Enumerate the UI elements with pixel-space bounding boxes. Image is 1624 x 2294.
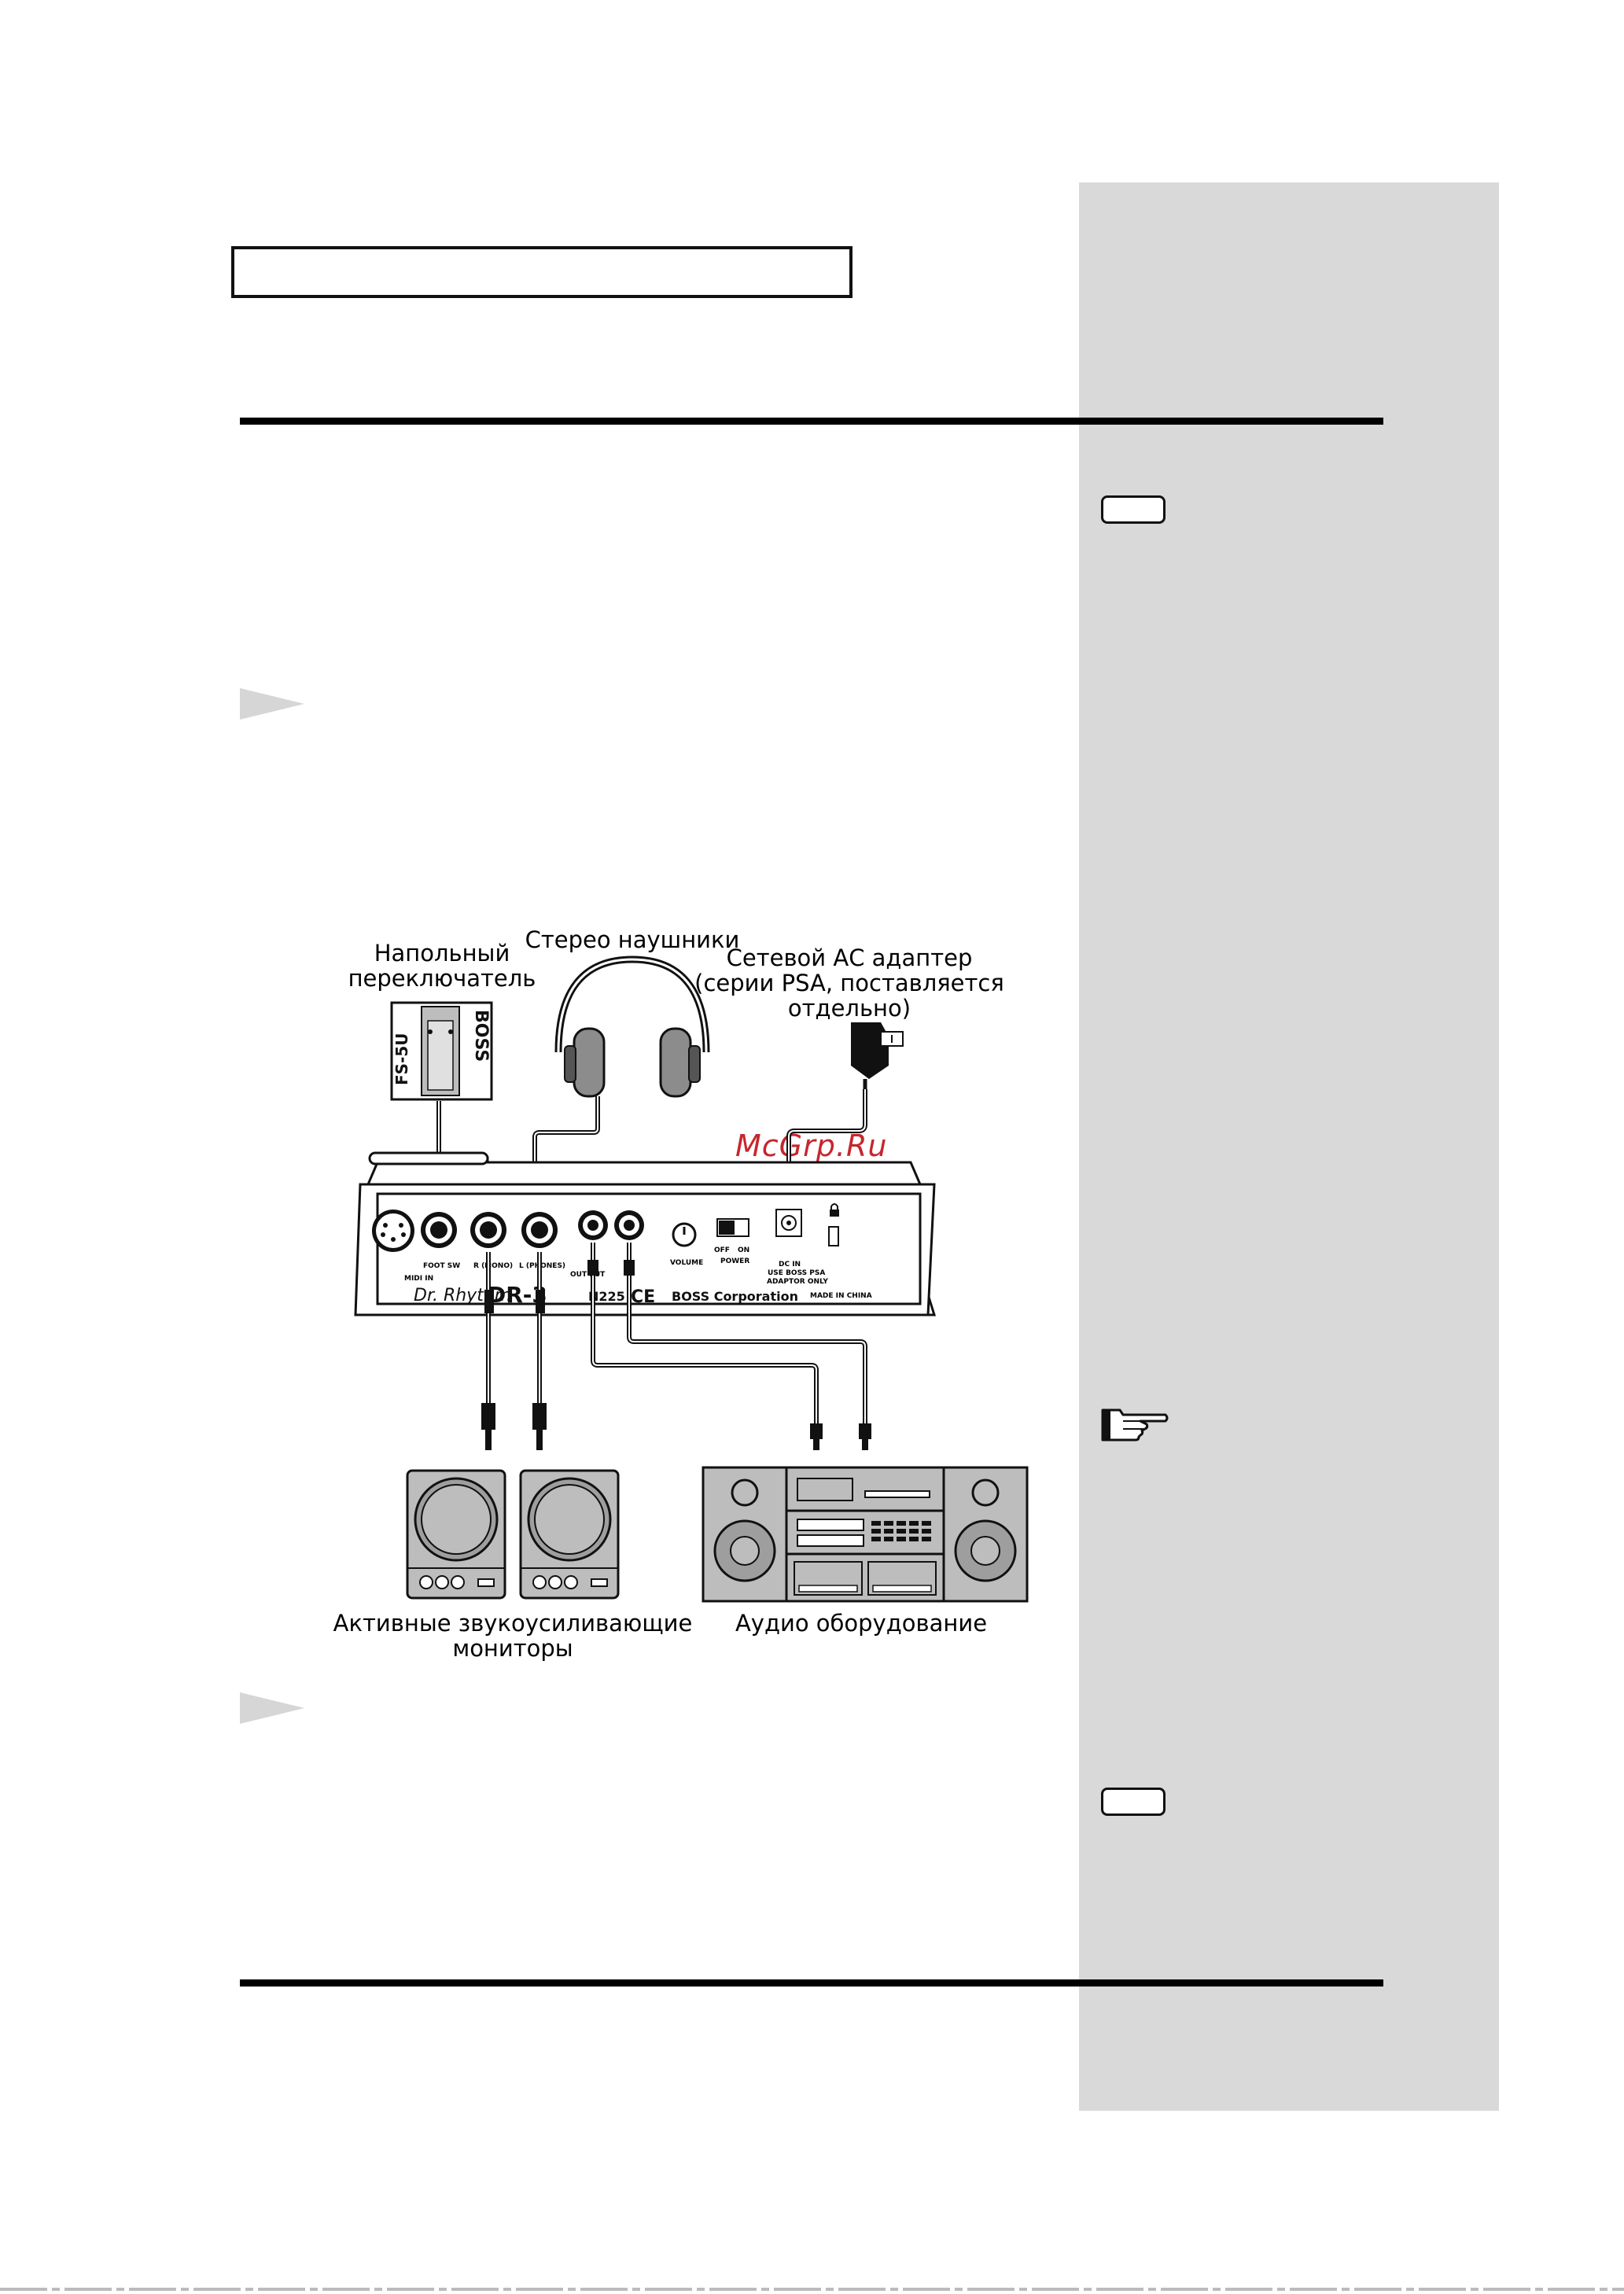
step-arrow-icon — [240, 688, 304, 720]
monitors-label-1: Активные звукоусиливающие — [333, 1610, 693, 1637]
section-header-box — [231, 246, 853, 298]
bottom-rule — [240, 1979, 1383, 1987]
l-phones-jack — [521, 1212, 558, 1248]
cables-bottom-highlight — [488, 1243, 866, 1427]
watermark: McGrp.Ru — [735, 1129, 888, 1163]
product-name: Dr. Rhythm — [414, 1286, 511, 1305]
ac-adapter-label-1: Сетевой АС адаптер — [727, 944, 973, 971]
audio-equipment — [702, 1466, 1029, 1603]
power-switch — [716, 1218, 749, 1237]
use-psa-label: USE BOSS PSA — [768, 1269, 825, 1277]
monitors-label-2: мониторы — [452, 1635, 573, 1662]
dc-in-jack — [775, 1209, 802, 1237]
headphones-label: Стерео наушники — [525, 926, 740, 953]
made-in-label: MADE IN CHINA — [810, 1292, 872, 1300]
l-phones-label: L (PHONES) — [519, 1262, 565, 1270]
ac-adapter — [851, 1022, 904, 1089]
pedal-brand: BOSS — [471, 1010, 491, 1062]
midi-in-label: MIDI IN — [404, 1275, 433, 1283]
powered-monitor-right — [519, 1469, 620, 1600]
output-jack-right — [614, 1210, 644, 1240]
power-on-label: ON — [738, 1246, 749, 1254]
top-rule — [240, 418, 1383, 425]
ac-adapter-label-3: отдельно) — [788, 995, 911, 1022]
midi-in-port — [372, 1210, 414, 1252]
n-mark: N225 — [588, 1289, 625, 1304]
note-badge-icon — [1101, 495, 1166, 524]
connection-diagram: Напольный переключатель Стерео наушники … — [333, 926, 1029, 1662]
pedal-model: FS-5U — [392, 1033, 411, 1085]
r-mono-jack — [470, 1212, 506, 1248]
foot-sw-label: FOOT SW — [423, 1262, 460, 1270]
power-off-label: OFF — [714, 1246, 730, 1254]
r-mono-label: R (MONO) — [473, 1262, 513, 1270]
security-lock-icon — [828, 1203, 839, 1246]
pointing-hand-icon — [1101, 1408, 1169, 1442]
foot-switch-label-2: переключатель — [348, 965, 536, 992]
volume-knob — [672, 1222, 697, 1247]
foot-sw-jack — [421, 1212, 457, 1248]
dr3-top-knob — [368, 1151, 489, 1165]
monitor-plugs — [481, 1290, 547, 1450]
foot-switch-pedal: FS-5U BOSS — [390, 1001, 493, 1101]
ce-mark: CE — [631, 1287, 655, 1307]
rca-plugs — [587, 1260, 871, 1450]
audio-equipment-label: Аудио оборудование — [735, 1610, 987, 1637]
dc-in-label: DC IN — [779, 1261, 801, 1269]
volume-label: VOLUME — [670, 1259, 703, 1267]
page-edge-strip — [0, 2288, 1624, 2291]
foot-switch-label-1: Напольный — [374, 940, 510, 967]
adaptor-only-label: ADAPTOR ONLY — [767, 1278, 828, 1286]
sidebar-margin — [1079, 182, 1499, 2111]
note-badge-icon — [1101, 1788, 1166, 1816]
powered-monitor-left — [406, 1469, 506, 1600]
output-jack-left — [578, 1210, 608, 1240]
headphones — [554, 956, 710, 1098]
ac-adapter-label-2: (серии PSA, поставляется — [694, 970, 1004, 996]
power-label: POWER — [720, 1257, 749, 1265]
dr3-top-edge — [366, 1161, 922, 1186]
corporation-label: BOSS Corporation — [672, 1289, 798, 1304]
step-arrow-icon — [240, 1692, 304, 1724]
